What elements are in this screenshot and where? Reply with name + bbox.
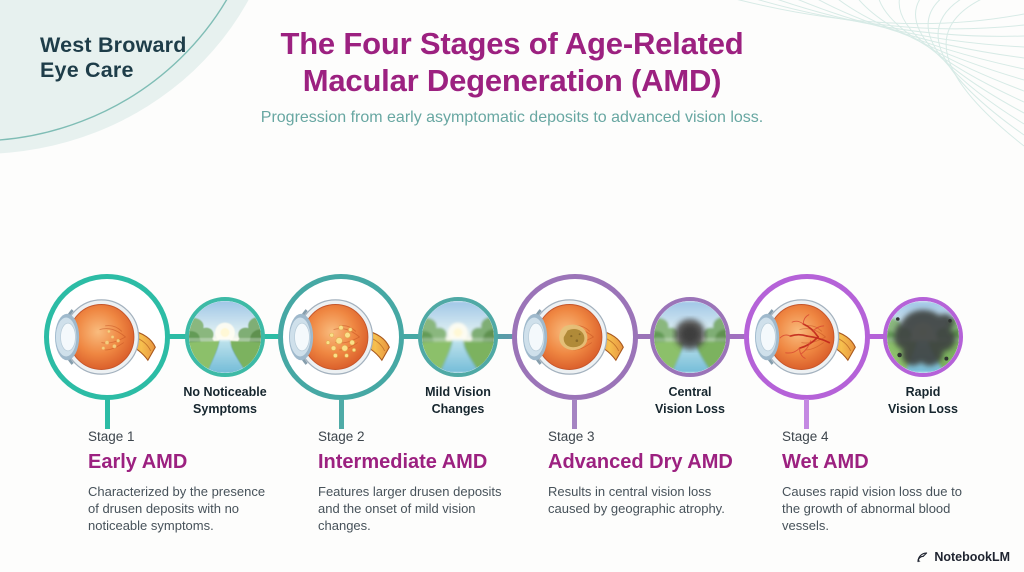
- stage3-description-block: Stage 3 Advanced Dry AMD Results in cent…: [548, 429, 748, 517]
- stage1-description: Characterized by the presence of drusen …: [88, 484, 266, 534]
- page-subtitle: Progression from early asymptomatic depo…: [260, 109, 764, 126]
- stage1-eye-circle: [44, 274, 170, 400]
- watermark: NotebookLM: [916, 550, 1010, 564]
- stage2-description-block: Stage 2 Intermediate AMD Features larger…: [318, 429, 518, 534]
- stage4-stem-line: [804, 399, 809, 429]
- stage3-vision-label-line1: Central: [668, 385, 712, 399]
- notebooklm-logo-icon: [917, 551, 928, 562]
- stage4-vision-circle: [883, 297, 963, 377]
- blurred-landscape-vision-icon: [422, 301, 494, 373]
- eye-cross-section-large-drusen-icon: [289, 298, 391, 376]
- stage4-label: Stage 4: [782, 429, 829, 444]
- stage2-eye-circle: [278, 274, 404, 400]
- clear-landscape-vision-icon: [189, 301, 261, 373]
- page-title-line1: The Four Stages of Age-Related: [280, 26, 744, 61]
- severe-vision-loss-icon: [887, 301, 959, 373]
- stage1-vision-circle: [185, 297, 265, 377]
- stage4-description-block: Stage 4 Wet AMD Causes rapid vision loss…: [782, 429, 982, 534]
- stage3-name: Advanced Dry AMD: [548, 451, 733, 473]
- stage3-vision-label: Central Vision Loss: [615, 384, 765, 417]
- page-title: The Four Stages of Age-Related Macular D…: [0, 26, 1024, 99]
- stage1-label: Stage 1: [88, 429, 135, 444]
- central-scotoma-vision-icon: [654, 301, 726, 373]
- stage4-eye-circle: [744, 274, 870, 400]
- stage4-vision-label-line1: Rapid: [905, 385, 941, 399]
- page-title-line2: Macular Degeneration (AMD): [302, 62, 722, 98]
- eye-cross-section-early-drusen-icon: [55, 298, 157, 376]
- stage2-vision-label-line2: Changes: [431, 401, 485, 416]
- stage2-vision-label: Mild Vision Changes: [383, 384, 533, 417]
- stage4-name: Wet AMD: [782, 451, 869, 473]
- stage1-stem-line: [105, 399, 110, 429]
- brand-line1: West Broward: [40, 33, 187, 57]
- eye-cross-section-geographic-atrophy-icon: [523, 298, 625, 376]
- stage1-vision-label: No Noticeable Symptoms: [150, 384, 300, 417]
- stage2-name: Intermediate AMD: [318, 451, 488, 473]
- stage2-vision-circle: [418, 297, 498, 377]
- stage3-description: Results in central vision loss caused by…: [548, 484, 725, 517]
- watermark-text: NotebookLM: [934, 550, 1010, 564]
- stage4-description: Causes rapid vision loss due to the grow…: [782, 484, 962, 534]
- stage3-vision-circle: [650, 297, 730, 377]
- brand-logo: West Broward Eye Care: [40, 33, 187, 83]
- stage2-description: Features larger drusen deposits and the …: [318, 484, 502, 534]
- stage2-label: Stage 2: [318, 429, 365, 444]
- stage3-label: Stage 3: [548, 429, 595, 444]
- stage1-description-block: Stage 1 Early AMD Characterized by the p…: [88, 429, 288, 534]
- stage4-vision-label: Rapid Vision Loss: [848, 384, 998, 417]
- stage2-vision-label-line1: Mild Vision: [425, 385, 491, 399]
- stage1-vision-label-line2: Symptoms: [193, 401, 257, 416]
- stage1-vision-label-line1: No Noticeable: [183, 385, 267, 399]
- stage3-vision-label-line2: Vision Loss: [655, 401, 725, 416]
- stage3-stem-line: [572, 399, 577, 429]
- stage3-eye-circle: [512, 274, 638, 400]
- eye-cross-section-abnormal-vessels-icon: [755, 298, 857, 376]
- brand-line2: Eye Care: [40, 57, 134, 82]
- stage4-vision-label-line2: Vision Loss: [888, 401, 958, 416]
- stage1-name: Early AMD: [88, 451, 188, 473]
- stage2-stem-line: [339, 399, 344, 429]
